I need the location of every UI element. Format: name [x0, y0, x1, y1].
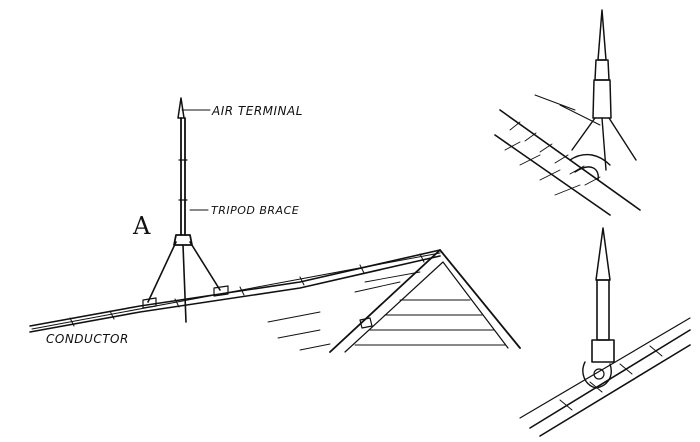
air-terminal — [177, 97, 211, 236]
detail-bottom-right — [519, 227, 691, 437]
view-letter-label: A — [133, 212, 151, 240]
roof-shingles — [267, 271, 421, 351]
conductor-label: CONDUCTOR — [46, 332, 129, 346]
air-terminal-label: AIR TERMINAL — [212, 104, 303, 118]
rod-top-right — [569, 9, 637, 181]
ridge-cap — [519, 317, 691, 437]
tripod-brace-label: TRIPOD BRACE — [211, 204, 300, 217]
main-roof-view — [29, 97, 521, 353]
roof-tiles-top — [494, 94, 641, 216]
gable-end — [329, 249, 521, 353]
rod-bottom-right — [582, 227, 615, 389]
detail-top-right — [494, 9, 641, 216]
tripod-brace — [142, 209, 229, 323]
conductor-cable — [31, 252, 441, 330]
